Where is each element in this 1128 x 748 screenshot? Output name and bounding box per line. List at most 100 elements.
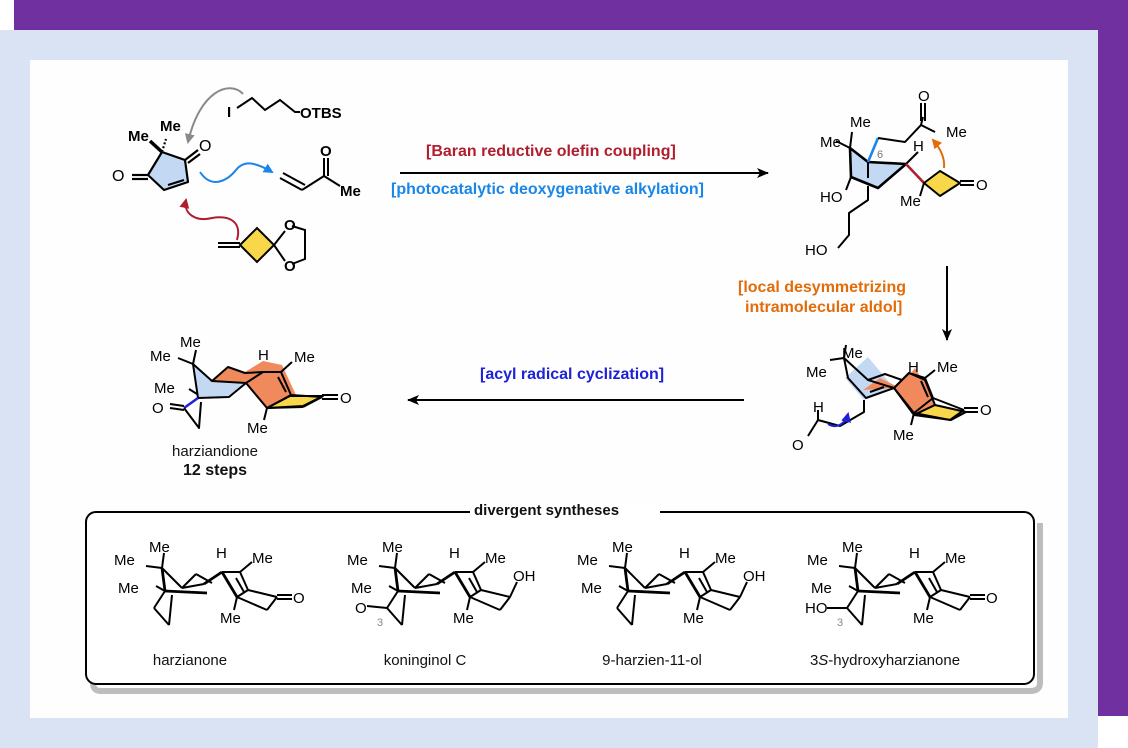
ketone-o-label: O: [293, 590, 305, 607]
me-label: Me: [612, 539, 633, 556]
bond: [624, 552, 628, 569]
iodide-otbs: OTBS: [300, 105, 342, 122]
bond: [397, 589, 441, 595]
red-curved-arrow: [179, 198, 240, 241]
bond: [466, 596, 471, 611]
int2-o-aldehyde: O: [792, 437, 804, 454]
bond: [644, 583, 668, 589]
bond: [414, 573, 430, 589]
compound-name-koninginol-c: koninginol C: [383, 652, 467, 669]
step1-top-condition: [Baran reductive olefin coupling]: [426, 143, 676, 160]
bond: [616, 590, 629, 609]
intermediate-2-structure: [807, 344, 978, 437]
bond: [846, 607, 863, 626]
bond: [266, 596, 278, 611]
bond: [710, 589, 741, 598]
enedione-me-1: Me: [128, 128, 149, 145]
int1-me-3: Me: [946, 124, 967, 141]
bond: [247, 589, 278, 598]
bond: [631, 594, 636, 626]
me-label: Me: [347, 552, 368, 569]
bond: [153, 607, 170, 626]
int1-position-label: 6: [877, 149, 883, 161]
bond: [739, 581, 748, 598]
me-label: Me: [351, 580, 372, 597]
compound-name-9-harzien-11-ol: 9-harzien-11-ol: [602, 652, 702, 669]
frame-purple-right: [1098, 0, 1128, 716]
hd-me-1: Me: [150, 348, 171, 365]
bond: [155, 585, 166, 592]
bond: [861, 594, 866, 626]
bond: [932, 561, 946, 573]
bond: [699, 589, 712, 598]
bond: [644, 573, 660, 589]
bond: [164, 589, 208, 595]
bond: [913, 571, 932, 598]
bond: [838, 565, 856, 569]
int2-me-2: Me: [842, 345, 863, 362]
iodide-i: I: [227, 104, 231, 121]
bond: [468, 577, 478, 593]
bond: [414, 583, 438, 589]
int2-me-4: Me: [893, 427, 914, 444]
product-step-count: 12 steps: [182, 462, 248, 479]
divergent-title: divergent syntheses: [474, 502, 620, 519]
bond: [235, 577, 245, 593]
name-prefix: 3: [809, 652, 819, 669]
bond: [239, 571, 249, 591]
product-name: harziandione: [172, 443, 258, 460]
bond: [393, 567, 400, 592]
bond: [929, 589, 942, 598]
bond: [874, 583, 898, 589]
divergent-box-shadow: [90, 520, 1043, 694]
step2-condition-line2: intramolecular aldol]: [745, 299, 903, 316]
bond: [932, 571, 942, 591]
bond: [160, 567, 167, 592]
enone-o: O: [320, 143, 332, 160]
me-label: Me: [485, 550, 506, 567]
bond: [239, 561, 253, 573]
int2-me-3: Me: [937, 359, 958, 376]
me-label: Me: [577, 552, 598, 569]
blue-acyl-arrow: [827, 412, 851, 428]
name-suffix: -hydroxyharzianone: [828, 652, 961, 669]
divergent-title-mask: [462, 502, 666, 522]
bond: [857, 589, 901, 595]
bond: [181, 583, 205, 589]
me-label: Me: [252, 550, 273, 567]
bond: [702, 561, 716, 573]
bond: [499, 596, 511, 611]
bond: [729, 596, 741, 611]
step3-condition: [acyl radical cyclization]: [480, 366, 665, 383]
me-label: Me: [453, 610, 474, 627]
bond: [618, 585, 629, 592]
bond: [627, 589, 671, 595]
bond: [854, 552, 858, 569]
bond: [846, 590, 859, 609]
enedione-o-right: O: [199, 138, 211, 155]
enedione-structure: [132, 138, 201, 192]
bond: [683, 571, 702, 598]
name-italic-stereo: S: [818, 652, 829, 669]
alkyl-iodide-structure: [236, 96, 300, 113]
intermediate-1-structure: [835, 103, 974, 249]
hd-me-4: Me: [294, 349, 315, 366]
int1-ho-1: HO: [820, 189, 843, 206]
bond: [940, 589, 971, 598]
bond: [616, 607, 633, 626]
bond: [236, 596, 268, 611]
bond: [469, 589, 482, 598]
hd-o-left: O: [152, 400, 164, 417]
bond: [394, 552, 398, 569]
locant-label: 3: [837, 617, 843, 629]
int2-o-ketone: O: [980, 402, 992, 419]
me-label: Me: [715, 550, 736, 567]
me-label: Me: [842, 539, 863, 556]
bond: [203, 570, 223, 586]
me-label: Me: [683, 610, 704, 627]
